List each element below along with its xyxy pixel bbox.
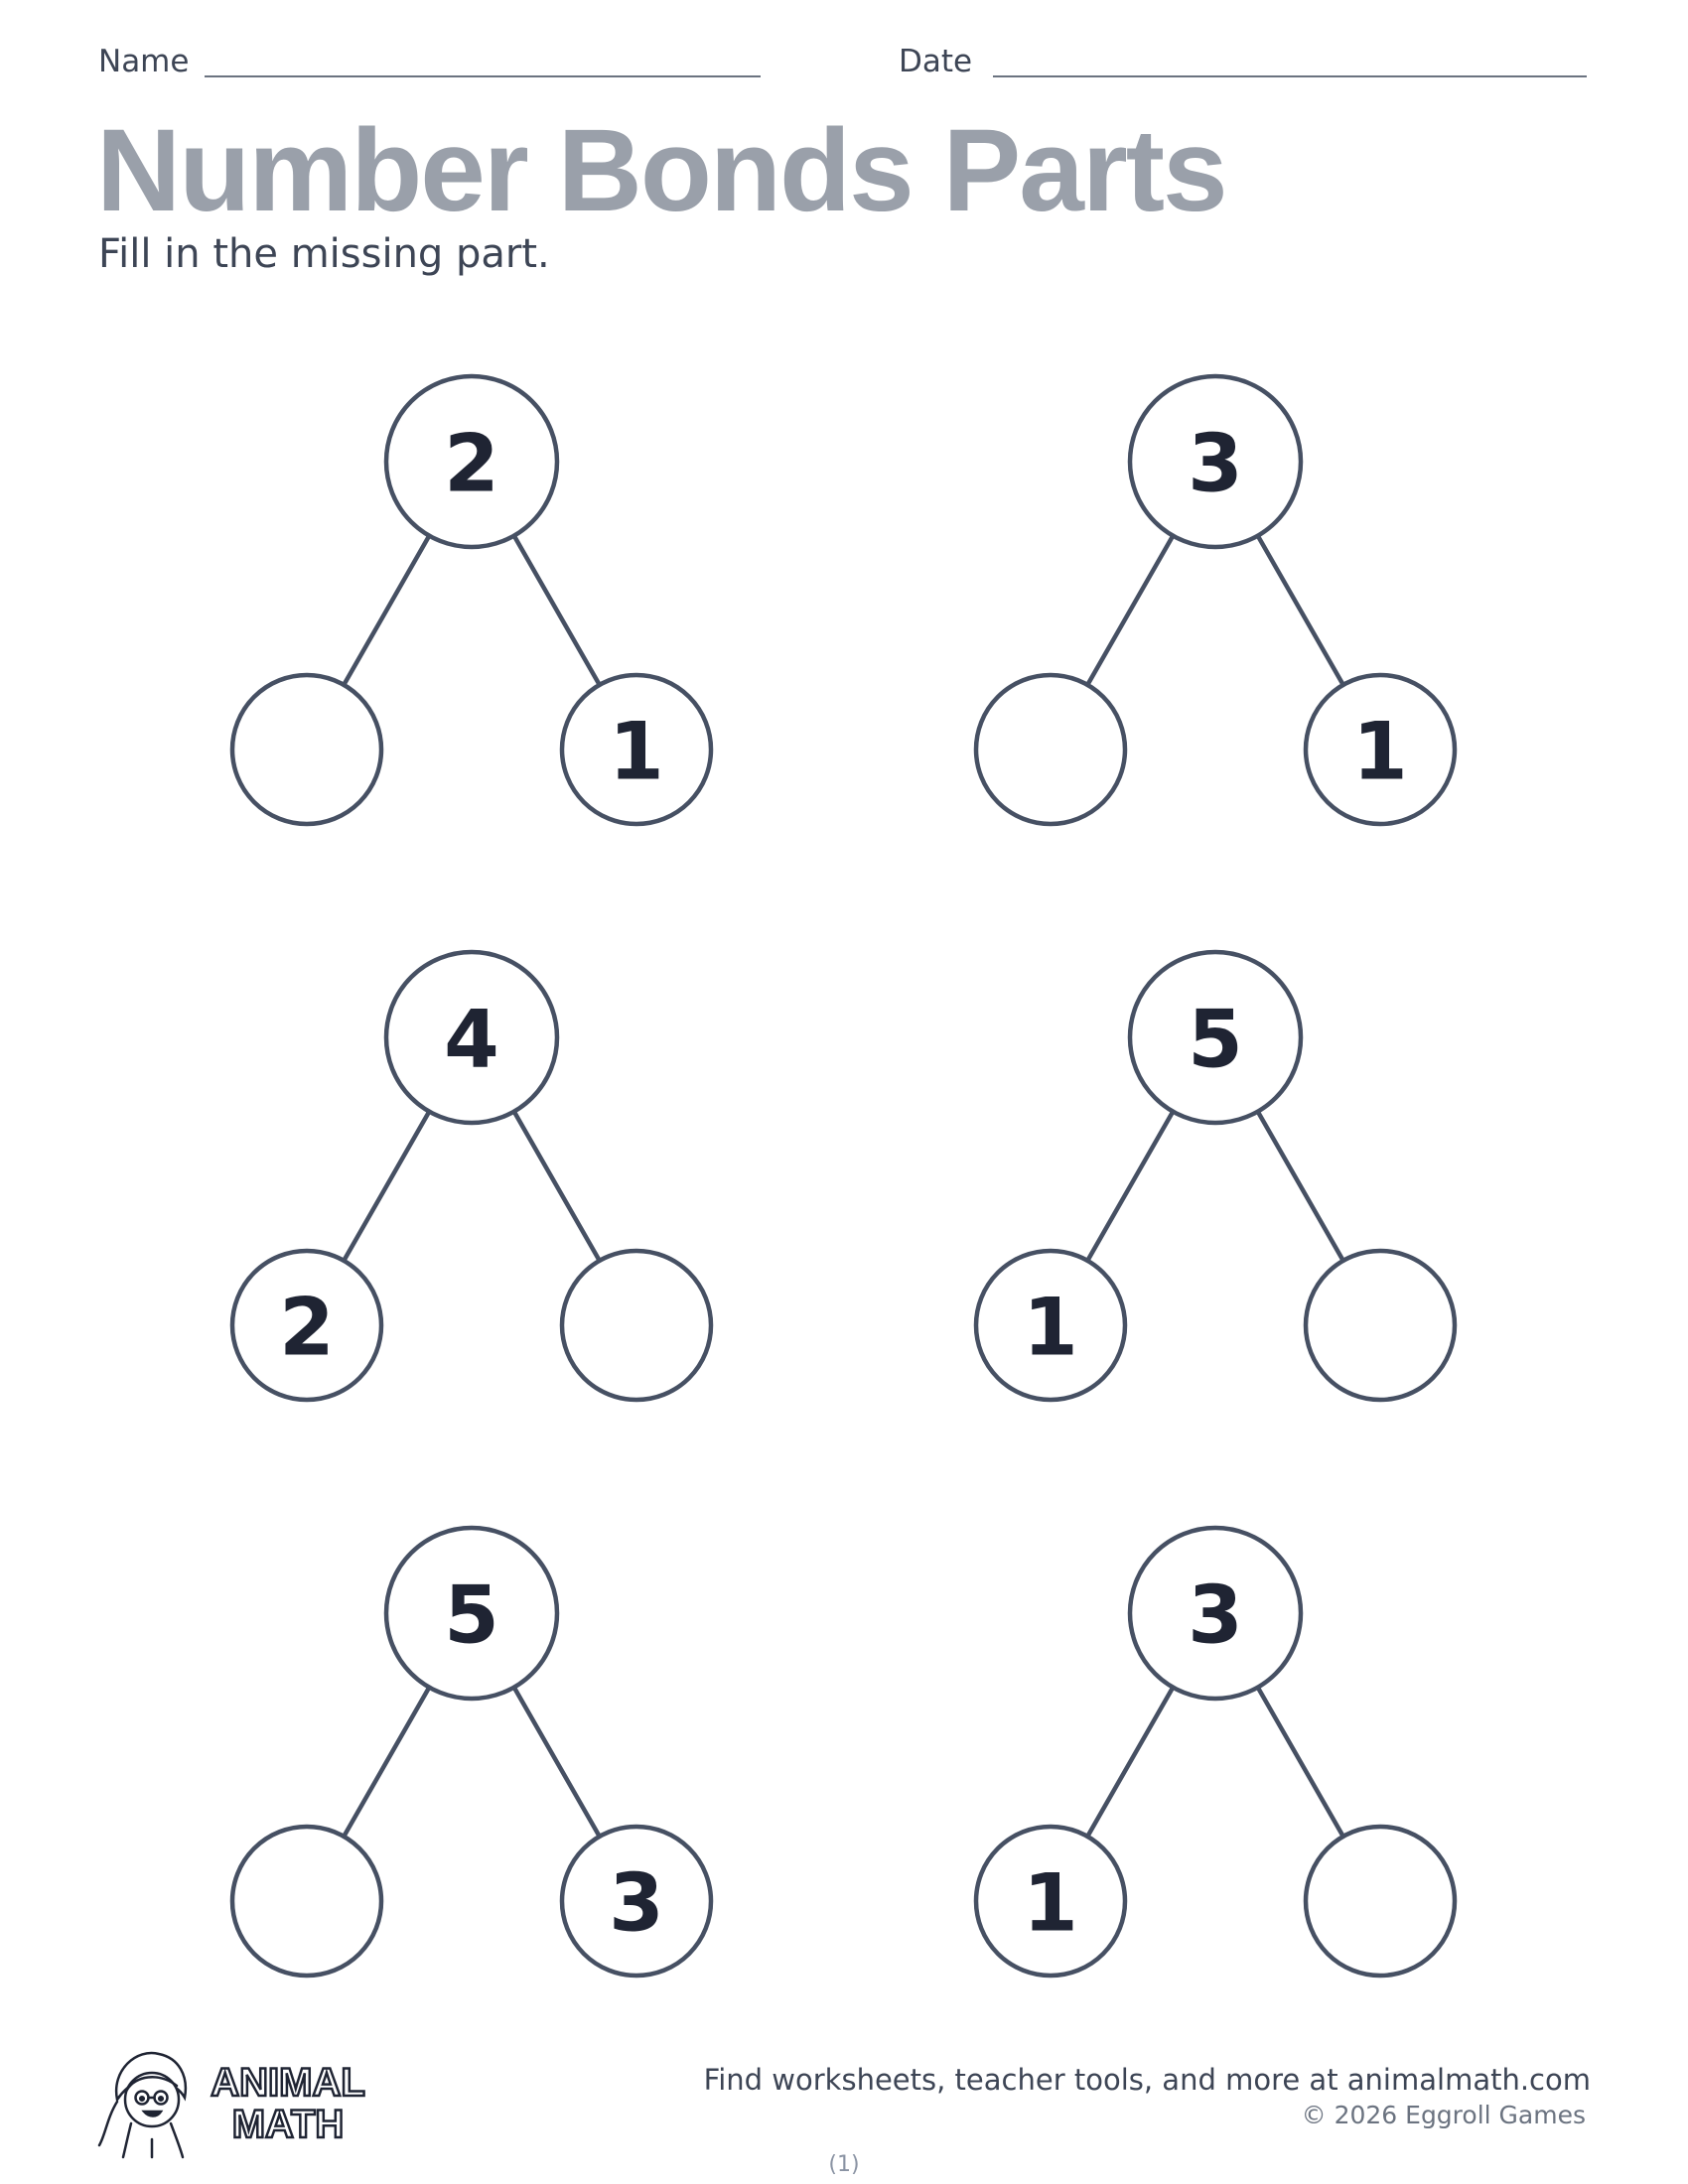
bond-right-part-circle[interactable]	[559, 1248, 714, 1403]
number-bond: 42	[229, 949, 714, 1403]
bond-right-part-circle	[559, 1824, 714, 1979]
bond-right-part-circle[interactable]	[1303, 1824, 1458, 1979]
footer-website-link[interactable]: Find worksheets, teacher tools, and more…	[703, 2063, 1591, 2097]
bond-right-part-number: 3	[609, 1857, 664, 1950]
bond-right-part-circle[interactable]	[1303, 1248, 1458, 1403]
bond-right-part-number: 1	[609, 706, 664, 798]
bond-whole-circle	[383, 1525, 560, 1702]
bond-left-part-number: 2	[279, 1282, 335, 1374]
bond-right-part-number: 1	[1352, 706, 1408, 798]
date-label: Date	[899, 44, 973, 79]
bond-left-part-circle[interactable]	[973, 672, 1128, 827]
bond-right-connector	[511, 1685, 602, 1840]
bond-whole-circle	[383, 949, 560, 1126]
logo-text-line2: MATH	[232, 2103, 345, 2146]
bond-right-part-circle	[1303, 672, 1458, 827]
bond-whole-circle	[1127, 1525, 1304, 1702]
bond-left-part-number: 1	[1023, 1857, 1078, 1950]
bond-left-connector	[342, 1109, 432, 1264]
bond-left-part-circle	[973, 1248, 1128, 1403]
bond-left-connector	[1085, 1109, 1176, 1264]
number-bond: 31	[973, 1525, 1458, 1979]
bond-whole-number: 2	[444, 418, 499, 510]
bond-left-connector	[342, 1685, 432, 1840]
bond-right-connector	[511, 1109, 602, 1264]
date-field-line[interactable]	[993, 75, 1587, 77]
bond-left-part-circle	[229, 1248, 384, 1403]
bond-left-connector	[1085, 533, 1176, 688]
bond-whole-number: 3	[1188, 1570, 1243, 1662]
bond-right-connector	[1255, 533, 1345, 688]
bond-left-part-number: 1	[1023, 1282, 1078, 1374]
number-bond: 53	[229, 1525, 714, 1979]
bond-whole-circle	[1127, 373, 1304, 550]
bond-left-part-circle[interactable]	[229, 672, 384, 827]
page-number: (1)	[828, 2152, 860, 2177]
number-bond: 51	[973, 949, 1458, 1403]
bond-left-part-circle	[973, 1824, 1128, 1979]
bond-right-part-circle	[559, 672, 714, 827]
bond-whole-number: 4	[444, 994, 499, 1086]
copyright-text: © 2026 Eggroll Games	[1301, 2101, 1586, 2129]
bond-right-connector	[1255, 1685, 1345, 1840]
number-bond: 31	[973, 373, 1458, 827]
bond-left-connector	[1085, 1685, 1176, 1840]
name-field-line[interactable]	[205, 75, 761, 77]
instructions: Fill in the missing part.	[98, 231, 550, 277]
name-label: Name	[98, 44, 190, 79]
bond-left-part-circle[interactable]	[229, 1824, 384, 1979]
bond-left-connector	[342, 533, 432, 688]
page-title: Number Bonds Parts	[96, 105, 1228, 236]
bond-right-connector	[1255, 1109, 1345, 1264]
animal-math-logo: ANIMAL MATH	[97, 2051, 366, 2159]
bond-whole-circle	[383, 373, 560, 550]
logo-text-line1: ANIMAL	[211, 2061, 365, 2105]
number-bond: 21	[229, 373, 714, 827]
bond-whole-number: 3	[1188, 418, 1243, 510]
bond-whole-circle	[1127, 949, 1304, 1126]
bond-whole-number: 5	[1188, 994, 1243, 1086]
bond-right-connector	[511, 533, 602, 688]
mascot-girl-icon	[97, 2051, 188, 2159]
bond-whole-number: 5	[444, 1570, 499, 1662]
